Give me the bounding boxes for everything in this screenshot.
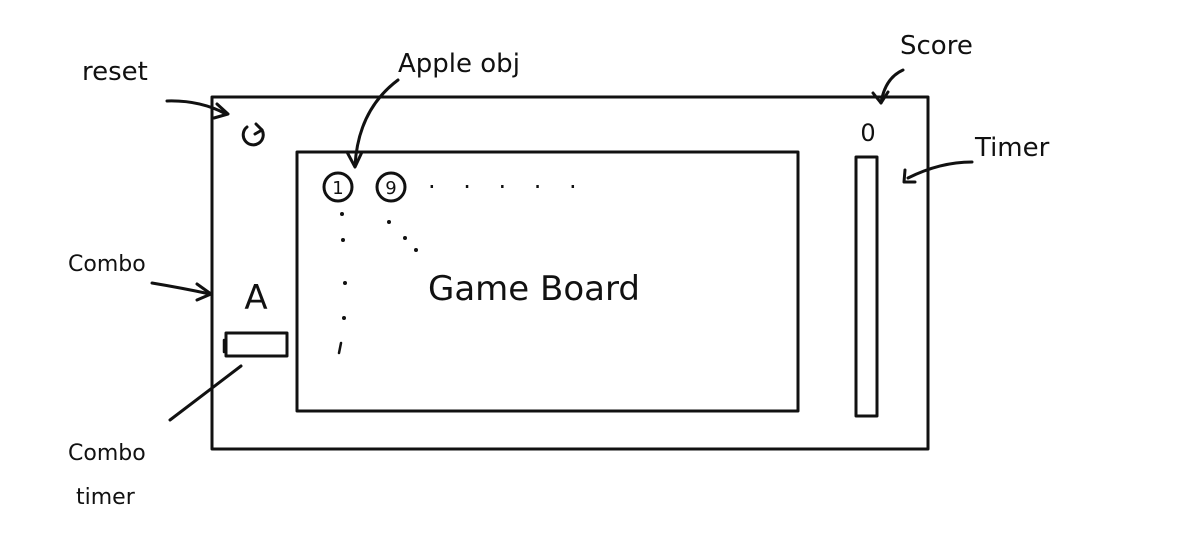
annotation-combo-timer: timer bbox=[76, 485, 136, 510]
annotation-apple-obj: Apple obj bbox=[398, 49, 520, 79]
score-value: 0 bbox=[860, 119, 875, 147]
arrow-score bbox=[871, 68, 905, 105]
annotation-score: Score bbox=[900, 31, 973, 61]
timer-bar bbox=[854, 155, 879, 418]
annotation-combo: Combo bbox=[68, 252, 146, 277]
arrow-timer bbox=[902, 160, 974, 184]
annotation-timer: Timer bbox=[974, 133, 1050, 163]
apple-object[interactable]: 1 bbox=[322, 171, 354, 203]
game-frame bbox=[210, 95, 930, 451]
game-board bbox=[295, 150, 800, 413]
arrow-combo bbox=[150, 281, 213, 302]
apple-row-continuation: . . . . . bbox=[428, 166, 587, 194]
apple-value: 9 bbox=[385, 178, 396, 199]
rotate-icon[interactable] bbox=[241, 122, 265, 147]
apple-object[interactable]: 9 bbox=[375, 171, 407, 203]
apple-value: 1 bbox=[332, 178, 343, 199]
game-board-label: Game Board bbox=[428, 269, 640, 309]
arrow-combo-timer bbox=[168, 364, 243, 422]
annotation-reset: reset bbox=[82, 57, 148, 87]
combo-grade: A bbox=[244, 278, 267, 318]
annotation-combo-timer: Combo bbox=[68, 441, 146, 466]
apple-diagonal-continuation bbox=[387, 220, 418, 252]
combo-timer-bar bbox=[222, 331, 289, 358]
apple-column-continuation bbox=[337, 212, 347, 355]
arrow-reset bbox=[165, 99, 230, 120]
arrow-apple-obj bbox=[345, 78, 400, 169]
